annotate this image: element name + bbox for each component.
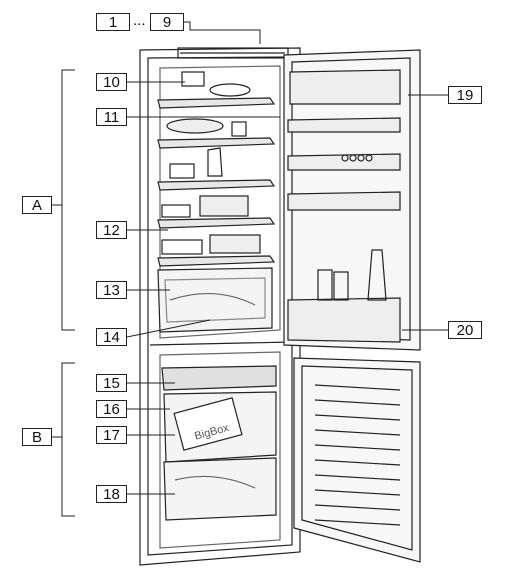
food-jug [208,148,222,176]
food-cake [167,119,223,133]
food-box [182,72,204,86]
label-11: 11 [96,108,127,126]
label-14: 14 [96,328,127,346]
label-18: 18 [96,485,127,503]
food-cheese [162,205,190,217]
door-rack-2 [288,154,400,170]
label-dots: ... [133,12,146,29]
food-jar [232,122,246,136]
shelf-3 [158,180,274,190]
bracket-a [62,70,75,330]
door-rack-bottom [288,298,400,342]
label-10: 10 [96,73,127,91]
food-pack [162,240,202,254]
freezer-door [294,358,420,562]
door-rack-3 [288,192,400,210]
door-rack-top [290,70,400,104]
food-plate [210,84,250,96]
label-13: 13 [96,281,127,299]
label-20: 20 [448,321,482,339]
shelf-1 [158,98,274,108]
label-16: 16 [96,400,127,418]
freezer-drawer-bottom [164,458,276,520]
food-container [170,164,194,178]
shelf-4 [158,218,274,228]
label-19: 19 [448,86,482,104]
shelf-2 [158,138,274,148]
crisper-drawer [158,268,272,332]
label-b: B [22,428,52,446]
label-a: A [22,196,52,214]
door-rack-1 [288,118,400,132]
bracket-b [62,363,75,516]
label-17: 17 [96,426,127,444]
label-15: 15 [96,374,127,392]
shelf-5 [158,256,274,266]
food-tray [210,235,260,253]
label-12: 12 [96,221,127,239]
label-1: 1 [96,13,130,31]
food-stack [200,196,248,216]
freezer-flap [162,366,276,390]
label-9: 9 [150,13,184,31]
